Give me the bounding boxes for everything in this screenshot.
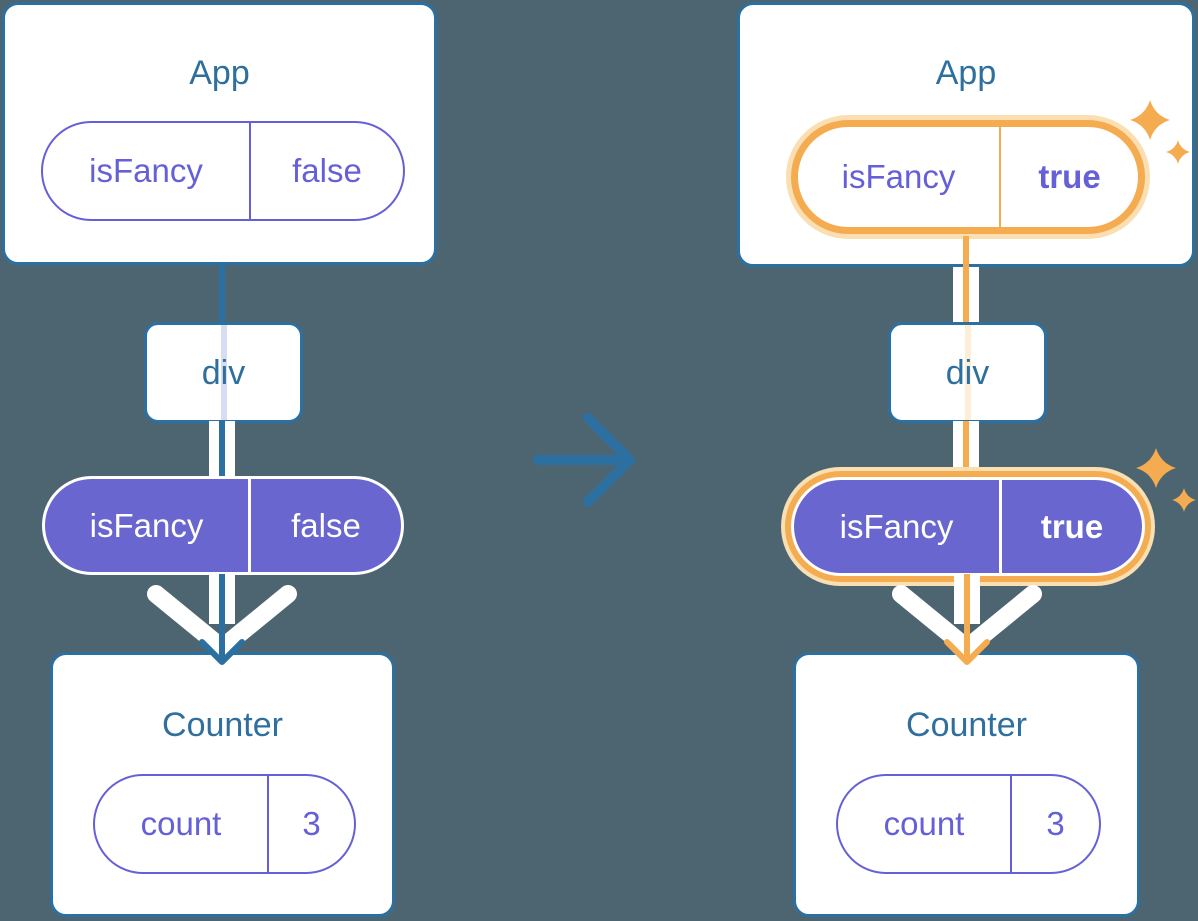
prop-name: isFancy (839, 507, 954, 545)
sparkle-icon (1136, 448, 1196, 512)
component-title: Counter (162, 706, 283, 744)
prop-name: isFancy (89, 152, 203, 189)
prop-pill: isFancy false (41, 121, 405, 221)
state-name: count (883, 805, 965, 842)
app-component-card: App isFancy false (2, 2, 437, 265)
prop-flow-line (964, 325, 971, 420)
component-title: App (935, 54, 997, 92)
state-pill: count 3 (836, 774, 1101, 874)
sparkle-icon (1130, 100, 1190, 164)
props-down-arrow-icon (892, 574, 1042, 665)
counter-component-card: Counter count 3 (50, 652, 395, 917)
tree-edge-line (219, 265, 225, 323)
state-value: 3 (267, 776, 354, 872)
prop-value: false (248, 479, 401, 572)
prop-pipe-core (963, 421, 969, 478)
component-title: Counter (906, 706, 1027, 744)
state-name: count (140, 805, 222, 842)
prop-value: false (249, 123, 403, 219)
state-value: 3 (1010, 776, 1099, 872)
state-pill: count 3 (93, 774, 356, 874)
prop-value: true (999, 480, 1142, 573)
passed-prop-pill-highlighted: isFancy true (791, 477, 1145, 576)
prop-flow-line (220, 325, 227, 420)
node-label: div (945, 353, 990, 392)
transition-right-arrow-icon (533, 413, 635, 507)
prop-pipe-core (219, 421, 225, 477)
div-node-card: div (888, 322, 1047, 423)
prop-pipe-core (963, 236, 969, 322)
prop-pill-highlighted: isFancy true (791, 120, 1145, 234)
prop-name: isFancy (841, 158, 956, 195)
counter-component-card: Counter count 3 (793, 652, 1140, 917)
props-down-arrow-icon (147, 574, 297, 665)
component-title: App (189, 54, 250, 92)
prop-value: true (999, 127, 1138, 227)
passed-prop-pill: isFancy false (42, 476, 404, 575)
app-component-card: App isFancy true (737, 2, 1195, 267)
node-label: div (201, 353, 246, 392)
prop-name: isFancy (89, 506, 204, 544)
div-node-card: div (144, 322, 303, 423)
